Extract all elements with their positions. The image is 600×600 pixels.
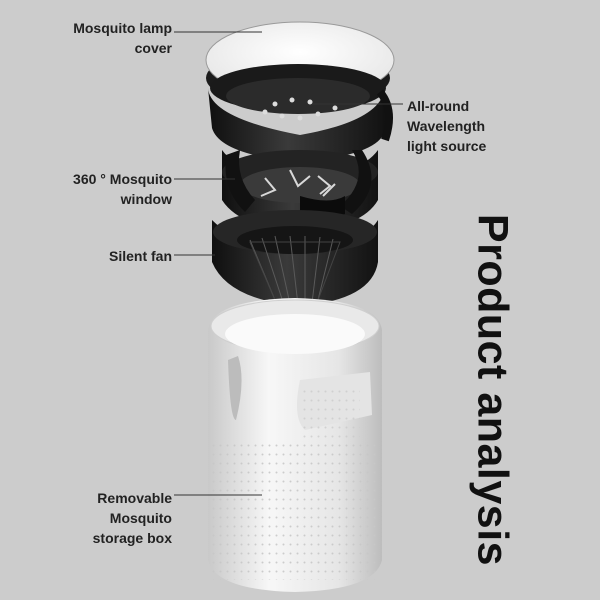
callout-light-line-2: Wavelength: [407, 118, 486, 134]
title-container: Product analysis: [455, 210, 530, 570]
mosquito-window-ring: [222, 150, 378, 232]
callout-leader-lines: [174, 31, 403, 496]
callout-box-line-1: Removable: [97, 490, 172, 506]
light-source-disc: [208, 64, 393, 162]
callout-box-line-3: storage box: [92, 530, 172, 546]
callout-window-line-1: 360 ° Mosquito: [73, 171, 172, 187]
storage-box-body: [208, 298, 382, 592]
callout-light-line-3: light source: [407, 138, 487, 154]
callout-light-line-1: All-round: [407, 98, 470, 114]
page-title: Product analysis: [468, 213, 517, 567]
callout-cover-line-1: Mosquito lamp: [73, 20, 172, 36]
silent-fan: [212, 210, 378, 322]
callout-storage-box: Removable Mosquito storage box: [28, 488, 172, 548]
callout-window-line-2: window: [120, 191, 172, 207]
callout-cover-line-2: cover: [134, 40, 172, 56]
callout-light-source: All-round Wavelength light source: [407, 96, 527, 156]
callout-window: 360 ° Mosquito window: [28, 169, 172, 209]
callout-box-line-2: Mosquito: [109, 510, 172, 526]
callout-fan-line-1: Silent fan: [108, 248, 172, 264]
callout-fan: Silent fan: [28, 246, 172, 266]
callout-cover: Mosquito lamp cover: [28, 18, 172, 58]
